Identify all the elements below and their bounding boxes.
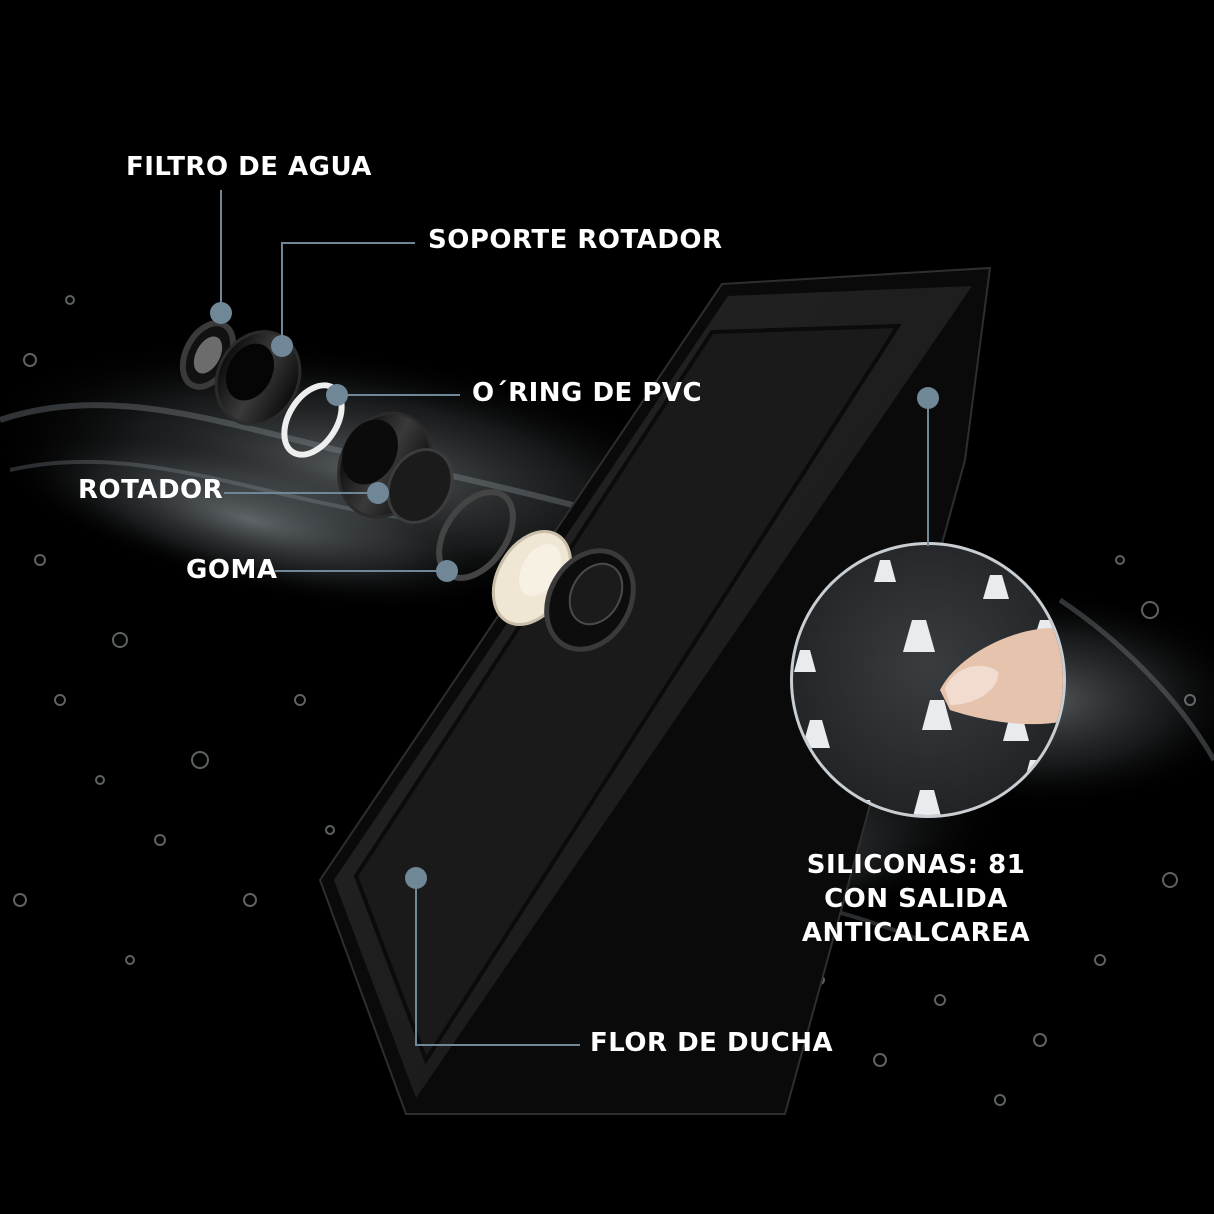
- label-siliconas-line-3: ANTICALCAREA: [801, 918, 1031, 948]
- marker-dot-soporte: [271, 335, 293, 357]
- marker-dot-siliconas: [917, 387, 939, 409]
- thread-connector-icon: [544, 548, 636, 652]
- exploded-parts: [179, 320, 636, 652]
- leader-flor: [415, 878, 580, 1046]
- label-siliconas-line-2: CON SALIDA: [824, 884, 1008, 914]
- marker-dot-flor: [405, 867, 427, 889]
- label-goma: GOMA: [186, 555, 278, 585]
- marker-dot-oring: [326, 384, 348, 406]
- marker-dot-rotador: [367, 482, 389, 504]
- rotator-icon: [337, 411, 454, 524]
- marker-dot-filtro: [210, 302, 232, 324]
- label-siliconas-line-1: SILICONAS: 81: [806, 850, 1026, 880]
- label-filtro-de-agua: FILTRO DE AGUA: [126, 152, 372, 182]
- label-oring-de-pvc: O´RING DE PVC: [472, 378, 703, 408]
- label-soporte-rotador: SOPORTE ROTADOR: [428, 225, 723, 255]
- shower-head-plate-icon: [318, 266, 992, 1115]
- silicone-nozzles-closeup-icon: [790, 542, 1066, 818]
- label-flor-de-ducha: FLOR DE DUCHA: [590, 1028, 834, 1058]
- marker-dot-goma: [436, 560, 458, 582]
- leader-soporte: [281, 242, 415, 345]
- leader-lines: [220, 190, 929, 1046]
- label-rotador: ROTADOR: [78, 475, 224, 505]
- label-siliconas: SILICONAS: 81 CON SALIDA ANTICALCAREA: [786, 848, 1046, 950]
- marker-dots: [210, 302, 939, 889]
